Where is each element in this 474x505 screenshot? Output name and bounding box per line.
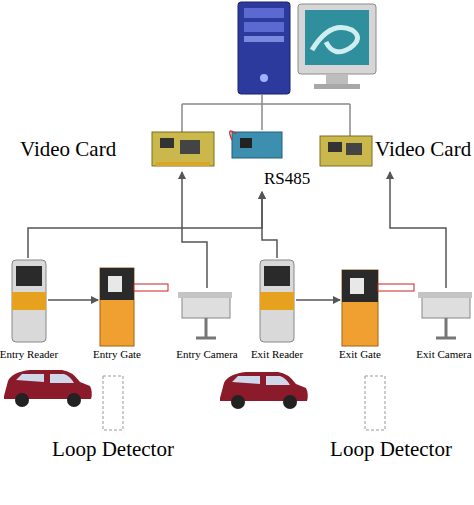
gate-boom bbox=[134, 284, 168, 291]
video-card-board bbox=[152, 132, 214, 166]
node-label: RS485 bbox=[264, 170, 310, 189]
chip bbox=[160, 138, 174, 148]
gate-top bbox=[100, 268, 134, 300]
video-card: Video Card bbox=[318, 132, 474, 172]
node-label: Entry Reader bbox=[0, 348, 58, 360]
gate-top bbox=[342, 270, 378, 302]
signal-connector bbox=[262, 192, 277, 258]
loop-detector: Loop Detector bbox=[316, 372, 466, 468]
car-body bbox=[4, 370, 92, 399]
node-label: Video Card bbox=[20, 138, 116, 161]
camera-hood bbox=[418, 292, 472, 298]
gate-sign bbox=[108, 276, 122, 292]
monitor-stand bbox=[326, 74, 348, 84]
screen-swirl bbox=[312, 28, 358, 52]
chip bbox=[240, 138, 252, 148]
video-card-board bbox=[320, 136, 372, 166]
reader-stripe bbox=[260, 292, 294, 310]
car-wheel bbox=[231, 395, 245, 409]
node-label: Exit Camera bbox=[416, 348, 471, 360]
reader-body bbox=[260, 260, 294, 342]
entry-camera: Entry Camera bbox=[178, 288, 236, 344]
computer-tower bbox=[238, 2, 290, 94]
node-label: Loop Detector bbox=[52, 438, 174, 461]
gate-body bbox=[342, 270, 378, 346]
chip bbox=[346, 143, 362, 155]
card-contacts bbox=[156, 162, 210, 166]
drive-bay bbox=[244, 22, 284, 32]
bus-wire bbox=[182, 94, 350, 136]
reader-screen bbox=[16, 266, 42, 286]
exit-camera: Exit Camera bbox=[416, 288, 472, 344]
reader-screen bbox=[264, 266, 290, 286]
rs485-board bbox=[232, 132, 282, 158]
drive-bay bbox=[244, 36, 284, 42]
car-wheel bbox=[67, 393, 81, 407]
camera-hood bbox=[178, 292, 232, 298]
rs485-converter: RS485 bbox=[226, 126, 326, 192]
gate-boom bbox=[378, 284, 414, 291]
video-card: Video Card bbox=[20, 128, 218, 172]
monitor-base bbox=[314, 84, 360, 89]
car-wheel bbox=[283, 395, 297, 409]
node-label: Loop Detector bbox=[330, 438, 452, 461]
gate-body bbox=[100, 268, 134, 346]
gate-sign bbox=[350, 278, 364, 294]
monitor bbox=[298, 4, 376, 74]
node-label: Entry Gate bbox=[93, 348, 141, 360]
car-body bbox=[220, 372, 308, 401]
chip bbox=[180, 140, 200, 154]
camera-mount bbox=[196, 318, 216, 338]
exit-gate: Exit Gate bbox=[340, 268, 380, 346]
entry-gate: Entry Gate bbox=[98, 266, 136, 346]
loop-detector: Loop Detector bbox=[30, 372, 196, 468]
camera-mount bbox=[436, 318, 456, 338]
signal-connector bbox=[296, 299, 340, 301]
signal-connector bbox=[28, 192, 262, 258]
car-wheel bbox=[15, 393, 29, 407]
monitor-screen bbox=[305, 10, 369, 65]
loop-coil bbox=[103, 376, 123, 430]
exit-reader: Exit Reader bbox=[258, 258, 296, 344]
node-label: Exit Gate bbox=[339, 348, 381, 360]
car-window bbox=[16, 374, 74, 383]
loop-coil bbox=[365, 376, 385, 430]
car-window bbox=[232, 376, 290, 385]
chip bbox=[328, 142, 342, 152]
entry-reader: Entry Reader bbox=[10, 258, 48, 344]
reader-body bbox=[12, 260, 46, 342]
reader-stripe bbox=[12, 292, 46, 310]
signal-connector bbox=[48, 299, 98, 301]
camera-body bbox=[422, 296, 470, 318]
node-label: Entry Camera bbox=[176, 348, 237, 360]
power-button bbox=[260, 74, 268, 82]
signal-connector bbox=[182, 172, 207, 288]
camera-body bbox=[182, 296, 230, 318]
drive-bay bbox=[244, 8, 284, 18]
cable bbox=[230, 131, 236, 140]
node-label: Video Card bbox=[375, 138, 471, 161]
signal-connector bbox=[390, 172, 446, 288]
node-label: Exit Reader bbox=[251, 348, 303, 360]
